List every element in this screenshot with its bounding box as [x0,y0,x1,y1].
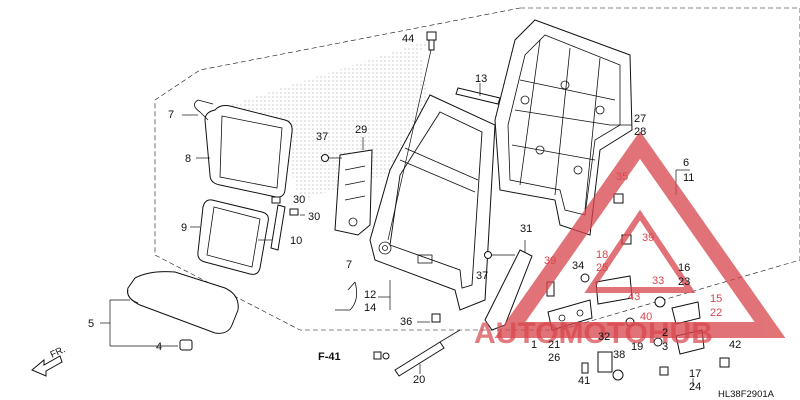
bracket-part-13 [455,87,501,105]
drawing-code: HL38F2901A [718,389,775,400]
cover-part-31 [484,249,533,331]
callout-6: 6 [683,157,689,169]
callout-39: 39 [642,232,654,244]
callout-16: 16 [678,262,690,274]
seat-frame [369,94,496,311]
callout-23: 23 [678,276,690,288]
callout-4: 4 [156,341,162,353]
callout-8: 8 [185,153,191,165]
callout-22: 22 [710,307,722,319]
callout-25: 25 [596,262,608,274]
cap-part-2 [659,366,669,376]
callout-43: 43 [628,291,640,303]
assembly-boundary [154,7,800,331]
callout-17: 17 [689,368,701,380]
callout-44: 44 [402,33,414,45]
dotted-reference-fan [215,40,440,200]
callout-41: 41 [578,375,590,387]
callout-36: 36 [400,316,412,328]
nut-part-34 [580,273,590,283]
callout-26: 26 [548,352,560,364]
callout-37: 37 [476,270,488,282]
gas-strut-part-20 [394,329,461,377]
link-part-15 [671,301,701,325]
callout-3: 3 [662,341,668,353]
callout-19: 19 [631,341,643,353]
callout-29: 29 [355,124,367,136]
nut-part-38 [612,369,624,381]
callout-21: 21 [548,339,560,351]
callout-37: 37 [316,131,328,143]
callout-7: 7 [346,259,352,271]
callout-18: 18 [596,249,608,261]
bolt-part-35 [613,193,624,204]
direction-label: FR. [49,344,68,360]
bolt-part-33 [654,296,666,308]
panel-part-9 [197,199,269,275]
clip-part-7-upper [194,99,214,121]
callout-27: 27 [634,113,646,125]
callout-1: 1 [531,339,537,351]
callout-30: 30 [293,194,305,206]
plate-part-32 [597,351,613,373]
callout-10: 10 [290,235,302,247]
cushion-part-5 [127,271,239,334]
clip-part-30-a [271,196,281,204]
trim-panel-part-8 [204,105,293,198]
callout-30: 30 [308,211,320,223]
callout-7: 7 [168,109,174,121]
bolt-part-42 [719,357,730,368]
callout-20: 20 [413,374,425,386]
callout-24: 24 [689,381,701,393]
callout-34: 34 [572,260,584,272]
clip-part-30-b [289,208,299,216]
bumper-part-4 [179,339,193,351]
seat-back-panel [494,19,633,236]
callout-33: 33 [652,275,664,287]
reference-label: F-41 [318,351,341,363]
callout-39: 39 [544,255,556,267]
callout-35: 35 [616,171,628,183]
callout-13: 13 [475,73,487,85]
hinge-cover-part-29 [334,137,373,236]
screw-part-37-lower [484,251,515,259]
bolt-part-44 [387,31,437,241]
callout-9: 9 [181,222,187,234]
callout-32: 32 [598,331,610,343]
callout-11: 11 [683,172,694,184]
callout-38: 38 [613,349,625,361]
callout-5: 5 [88,318,94,330]
watermark-logo [494,131,786,338]
callout-12: 12 [364,289,376,301]
watermark-text: AUTOMOTOHUB [474,317,713,350]
callout-42: 42 [729,339,741,351]
clip-part-7-lower [335,281,358,311]
bolt-part-36 [431,313,441,323]
screw-part-37-upper [321,154,342,162]
front-direction-arrow [31,355,63,377]
callout-2: 2 [662,327,668,339]
callout-15: 15 [710,293,722,305]
callout-31: 31 [520,223,532,235]
fastener-f41 [373,351,390,360]
callout-14: 14 [364,302,376,314]
leader-lines [100,114,694,386]
bolt-part-41 [581,362,589,374]
callout-28: 28 [634,126,646,138]
callout-40: 40 [640,311,652,323]
bracket-part-10 [270,204,286,251]
